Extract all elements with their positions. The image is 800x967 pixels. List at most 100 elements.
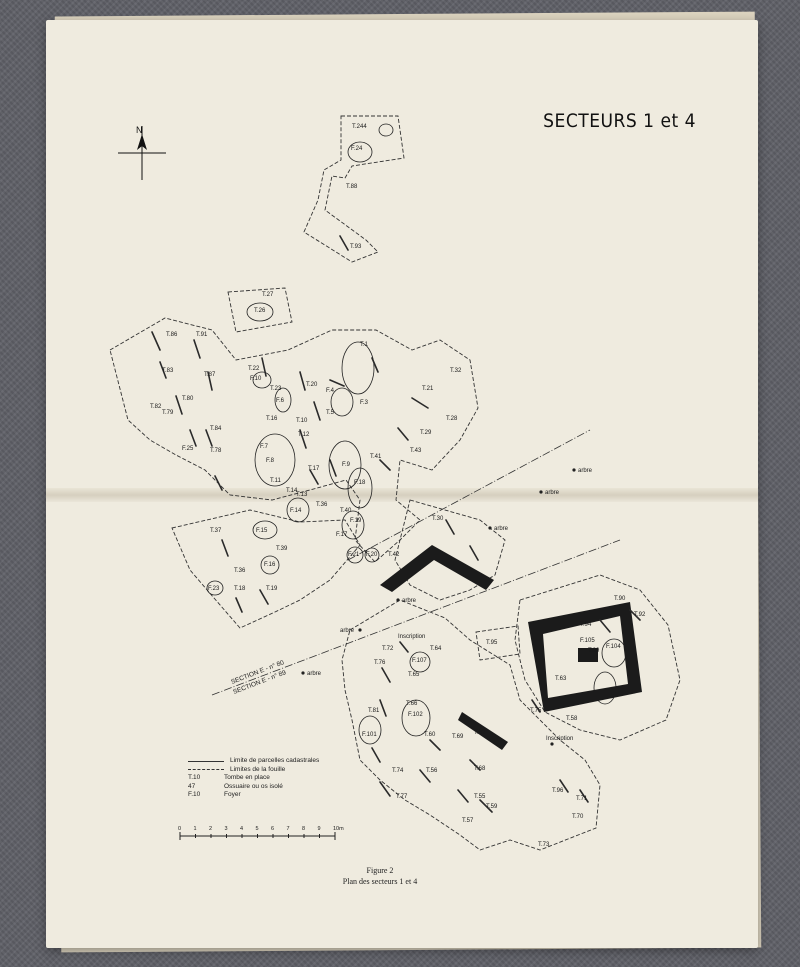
label-t87: T.87: [204, 372, 216, 378]
label-t83: T.83: [162, 368, 174, 374]
label-f18: F.18: [354, 480, 366, 486]
label-t39: T.39: [276, 546, 288, 552]
label-t60: T.60: [424, 732, 436, 738]
legend-tomb-label: Tombe en place: [224, 774, 270, 781]
label-t75: T.75: [530, 708, 542, 714]
legend-row-ossuary: 47 Ossuaire ou os isolé: [188, 783, 348, 792]
label-t96: T.96: [552, 788, 564, 794]
label-t78: T.78: [210, 448, 222, 454]
label-t20: T.20: [306, 382, 318, 388]
cadastral-lines: [211, 429, 621, 696]
note-inscription-2: Inscription: [546, 736, 573, 742]
legend-excavation-line: [188, 769, 224, 771]
label-t13: T.13: [296, 492, 308, 498]
label-f23: F.23: [208, 586, 220, 592]
page-title: SECTEURS 1 et 4: [543, 110, 696, 132]
scale-tick-label: 9: [318, 826, 321, 832]
label-t84: T.84: [210, 426, 222, 432]
scale-tick-label: 6: [271, 826, 274, 832]
hearth-outlines: [206, 123, 627, 745]
note-arbre-6: arbre: [307, 671, 322, 677]
label-t65: T.65: [408, 672, 420, 678]
label-t86: T.86: [166, 332, 178, 338]
label-t37: T.37: [210, 528, 222, 534]
label-f6: F.6: [276, 398, 285, 404]
label-f16: F.16: [264, 562, 276, 568]
label-t1: T.1: [360, 342, 369, 348]
label-t88: T.88: [346, 184, 358, 190]
label-f102: F.102: [408, 712, 423, 718]
label-f19: F.19: [350, 518, 362, 524]
feature-labels: T.244 F.24 T.88 T.93 T.27 T.26 T.86 T.91…: [150, 124, 646, 848]
label-t82: T.82: [150, 404, 162, 410]
label-t43: T.43: [410, 448, 422, 454]
note-arbre-5: arbre: [340, 628, 355, 634]
legend-row-excavation: Limites de la fouille: [188, 766, 348, 775]
label-t92: T.92: [634, 612, 646, 618]
label-t94: T.94: [580, 622, 592, 628]
label-t16: T.16: [266, 416, 278, 422]
legend-ossuary-symbol: 47: [188, 782, 196, 790]
scale-tick-label: 0: [178, 826, 181, 832]
excavation-boundaries: [109, 115, 681, 851]
label-t5: T.5: [326, 410, 335, 416]
label-t59: T.59: [486, 804, 498, 810]
figure-number: Figure 2: [366, 866, 394, 875]
label-t69: T.69: [452, 734, 464, 740]
label-t32: T.32: [450, 368, 462, 374]
label-t90: T.90: [614, 596, 626, 602]
north-label: N: [136, 125, 143, 135]
label-t91: T.91: [196, 332, 208, 338]
label-t42: T.42: [388, 552, 400, 558]
label-t36b: T.36: [234, 568, 246, 574]
label-t79: T.79: [162, 410, 174, 416]
label-t28: T.28: [446, 416, 458, 422]
label-t17: T.17: [308, 466, 320, 472]
legend-cadastral-label: Limite de parcelles cadastrales: [230, 757, 320, 764]
label-t11: T.11: [270, 478, 282, 484]
label-t29: T.29: [420, 430, 432, 436]
label-f10: F.10: [250, 376, 262, 382]
label-t64: T.64: [430, 646, 442, 652]
label-f104: F.104: [606, 644, 621, 650]
label-t55: T.55: [474, 794, 486, 800]
label-t244: T.244: [352, 124, 367, 130]
label-t30: T.30: [432, 516, 444, 522]
label-t77: T.77: [396, 794, 408, 800]
map-legend: Limite de parcelles cadastrales Limites …: [188, 757, 348, 800]
booklet-page: [46, 20, 758, 948]
legend-hearth-symbol: F.10: [188, 791, 201, 798]
label-f9: F.9: [342, 462, 351, 468]
label-f20: F.20: [366, 552, 378, 558]
label-t26: T.26: [254, 308, 266, 314]
label-t93: T.93: [350, 244, 362, 250]
label-t36: T.36: [316, 502, 328, 508]
legend-excavation-label: Limites de la fouille: [230, 765, 286, 773]
scale-tick-label: 3: [225, 826, 228, 832]
center-fold: [46, 488, 758, 502]
scale-tick-label: 10m: [333, 826, 344, 832]
label-t72: T.72: [382, 646, 394, 652]
label-t10: T.10: [296, 418, 308, 424]
label-t80: T.80: [182, 396, 194, 402]
note-arbre-3: arbre: [494, 526, 509, 532]
label-t23: T.23: [270, 386, 282, 392]
legend-row-tomb: T.10 Tombe en place: [188, 774, 348, 783]
label-t66: T.66: [406, 701, 418, 707]
label-t19: T.19: [266, 586, 278, 592]
legend-row-hearth: F.10 Foyer: [188, 791, 348, 800]
legend-row-cadastral: Limite de parcelles cadastrales: [188, 757, 348, 766]
label-f17: F.17: [336, 532, 348, 538]
label-t27: T.27: [262, 292, 274, 298]
label-f107: F.107: [412, 658, 427, 664]
site-notes: arbre arbre arbre arbre arbre arbre Insc…: [301, 468, 593, 746]
label-f25: F.25: [182, 446, 194, 452]
scale-tick-label: 7: [287, 826, 290, 832]
note-inscription-1: Inscription: [398, 634, 425, 640]
note-arbre-1: arbre: [578, 468, 593, 474]
label-f4: F.4: [326, 388, 335, 394]
label-t22: T.22: [248, 366, 260, 372]
burial-marks: [151, 235, 641, 813]
note-arbre-2: arbre: [545, 490, 560, 496]
